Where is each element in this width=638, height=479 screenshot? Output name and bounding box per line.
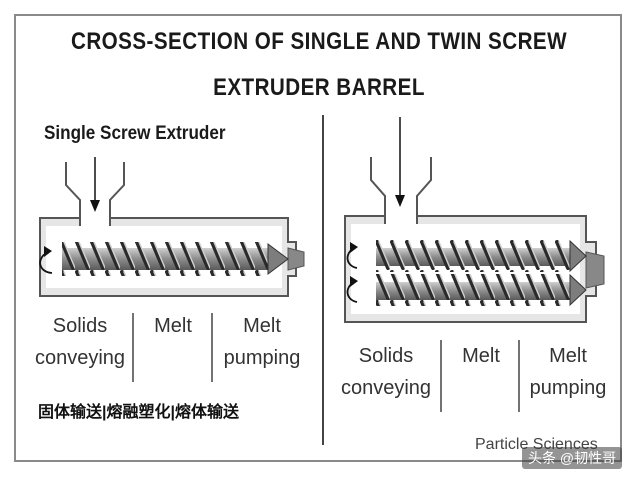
single-zone-solids: Solids conveying [34,315,126,369]
single-screw-label: Single Screw Extruder [44,123,226,144]
twin-barrel [344,117,605,323]
title-line-1: CROSS-SECTION OF SINGLE AND TWIN SCREW [70,28,568,55]
chinese-caption: 固体输送|熔融塑化|熔体输送 [38,404,239,421]
title-line-2: EXTRUDER BARREL [213,74,425,101]
twin-hopper [370,157,432,216]
single-screw-tip [267,243,289,275]
single-feed-arrow [90,200,100,212]
watermark: 头条 @韧性哥 [522,447,623,469]
single-screw-flights [62,242,268,276]
single-zone-melt: Melt [154,315,192,337]
single-zone-pumping: Melt pumping [223,315,301,369]
twin-zone-pumping: Melt pumping [529,345,607,399]
single-barrel [39,157,305,297]
twin-zone-solids: Solids conveying [340,345,432,399]
twin-zone-melt: Melt [462,345,500,367]
single-die [287,247,305,271]
single-hopper [65,162,125,218]
twin-feed-arrow [395,195,405,207]
twin-lower-screw-flights [376,274,570,306]
twin-die [585,251,605,289]
twin-upper-screw-flights [376,240,570,272]
